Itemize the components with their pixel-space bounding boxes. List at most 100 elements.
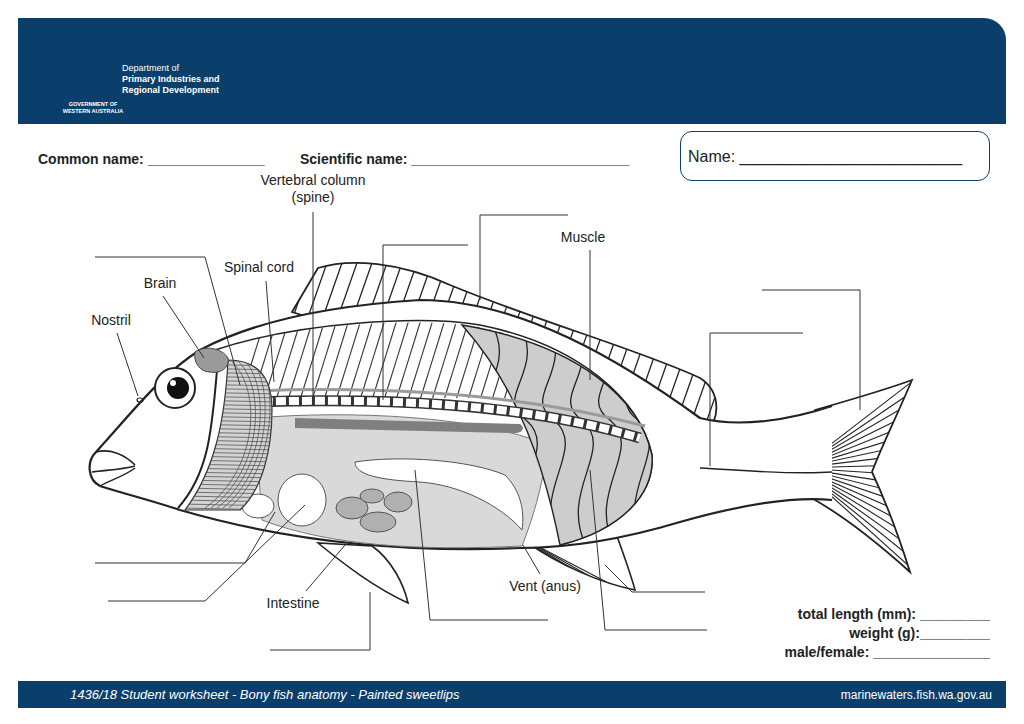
part-label: Nostril — [91, 312, 131, 329]
body-cavity-part — [278, 474, 326, 526]
gills-part-part — [180, 440, 280, 442]
footer-band: 1436/18 Student worksheet - Bony fish an… — [18, 681, 1006, 708]
trunk-outline-part-part — [408, 310, 436, 400]
leader-lines-part — [266, 281, 274, 382]
trunk-outline-part-part — [312, 310, 340, 400]
gills-part-part — [180, 432, 280, 434]
form-field: weight (g):_________ — [849, 625, 990, 642]
gills-part-part — [211, 362, 255, 508]
head-parts — [92, 348, 228, 486]
head-parts-part — [137, 398, 143, 402]
fish-body-part — [90, 300, 832, 549]
trunk-outline — [215, 310, 652, 545]
gills-part-part — [180, 492, 280, 494]
leader-lines-part — [710, 333, 803, 466]
gills-part-part — [180, 504, 280, 506]
leader-lines-part — [480, 215, 568, 300]
trunk-outline-part-part — [300, 310, 328, 400]
gills-part-part — [180, 396, 280, 398]
leader-lines-part — [605, 565, 705, 592]
trunk-outline-part-part — [444, 310, 472, 400]
vertebral-column — [228, 389, 645, 438]
part-label: Vertebral column (spine) — [243, 172, 383, 206]
body-cavity-part-part — [360, 512, 396, 532]
gills-part-part — [180, 372, 280, 374]
gills-part-part — [223, 362, 265, 508]
head-parts-part — [155, 368, 195, 408]
pelvic-fin-part — [312, 540, 412, 615]
form-field: Scientific name: _______________________… — [300, 151, 629, 168]
leader-lines-part — [590, 250, 591, 380]
part-label: Intestine — [267, 595, 320, 612]
trunk-outline-part-part — [432, 310, 460, 400]
gills-part-part — [205, 362, 251, 508]
leader-lines-part — [313, 212, 314, 400]
part-label: Spinal cord — [224, 259, 294, 276]
part-label: Vent (anus) — [509, 578, 581, 595]
gills-part-part — [180, 428, 280, 430]
name-box: Name: _________________________ — [680, 131, 990, 181]
pelvic-fin-part-part — [312, 540, 385, 615]
trunk-outline-part-part — [420, 310, 448, 400]
pelvic-fin-part-part — [312, 540, 412, 615]
name-field: Name: _________________________ — [688, 147, 962, 166]
pelvic-fin-part — [318, 543, 408, 603]
trunk-outline-part-part — [396, 310, 424, 400]
vertebral-column-part — [250, 401, 640, 438]
leader-lines — [95, 212, 860, 650]
head-parts-part — [170, 380, 176, 386]
gills-part-part — [180, 364, 280, 366]
leader-lines-part — [762, 290, 860, 410]
muscle-block-part-part — [543, 318, 566, 548]
trunk-outline-part-part — [360, 310, 388, 400]
pelvic-fin-part-part — [312, 540, 403, 615]
trunk-outline-part-part — [336, 310, 364, 400]
gills-part — [185, 360, 272, 510]
trunk-outline-part-part — [288, 310, 316, 400]
gills-part-part — [180, 464, 280, 466]
body-cavity-part — [255, 415, 548, 548]
body-cavity-part-part — [384, 492, 412, 512]
trunk-outline-part-part — [372, 310, 400, 400]
fish-body-part — [700, 468, 832, 473]
body-cavity-part — [295, 418, 523, 433]
gills-part-part — [180, 436, 280, 438]
trunk-outline-part-part — [456, 310, 484, 400]
department-name: Department of — [122, 63, 252, 74]
fish-body-part — [90, 300, 832, 549]
pelvic-fin — [312, 540, 412, 615]
head-parts-part — [96, 451, 135, 465]
department-name: Primary Industries and Regional Developm… — [122, 74, 244, 96]
header-band: Department ofPrimary Industries and Regi… — [18, 18, 1006, 124]
dorsal-fin-part-part — [715, 240, 785, 440]
leader-lines-part — [95, 512, 275, 563]
body-cavity — [242, 415, 548, 548]
gills-part-part — [229, 362, 270, 508]
gills-part-part — [180, 468, 280, 470]
gills-part-part — [180, 424, 280, 426]
leader-lines-part — [306, 545, 345, 591]
gills-part-part — [180, 460, 280, 462]
gills-part-part — [180, 512, 280, 514]
footer-title: 1436/18 Student worksheet - Bony fish an… — [70, 687, 460, 703]
form-field: total length (mm): _________ — [798, 606, 990, 623]
leader-lines-part — [108, 505, 305, 601]
gills-part-part — [217, 362, 260, 508]
gills-part-part — [180, 472, 280, 474]
dorsal-fin-part-part — [730, 240, 800, 440]
gills-part-part — [180, 376, 280, 378]
head-parts-part — [100, 468, 135, 486]
form-field: Common name: _______________ — [38, 151, 264, 168]
pelvic-fin-part-part — [312, 540, 376, 615]
form-field: male/female: _______________ — [784, 644, 990, 661]
muscle-block-part-part — [487, 318, 510, 548]
gills-part-part — [180, 476, 280, 478]
part-label: Brain — [144, 275, 177, 292]
leader-lines-part — [590, 470, 707, 630]
fish-body — [90, 300, 832, 549]
trunk-outline-part-part — [276, 310, 304, 400]
pelvic-fin-part-part — [312, 540, 394, 615]
gills-part-part — [180, 456, 280, 458]
trunk-outline-part-part — [384, 310, 412, 400]
gills-part-part — [180, 452, 280, 454]
